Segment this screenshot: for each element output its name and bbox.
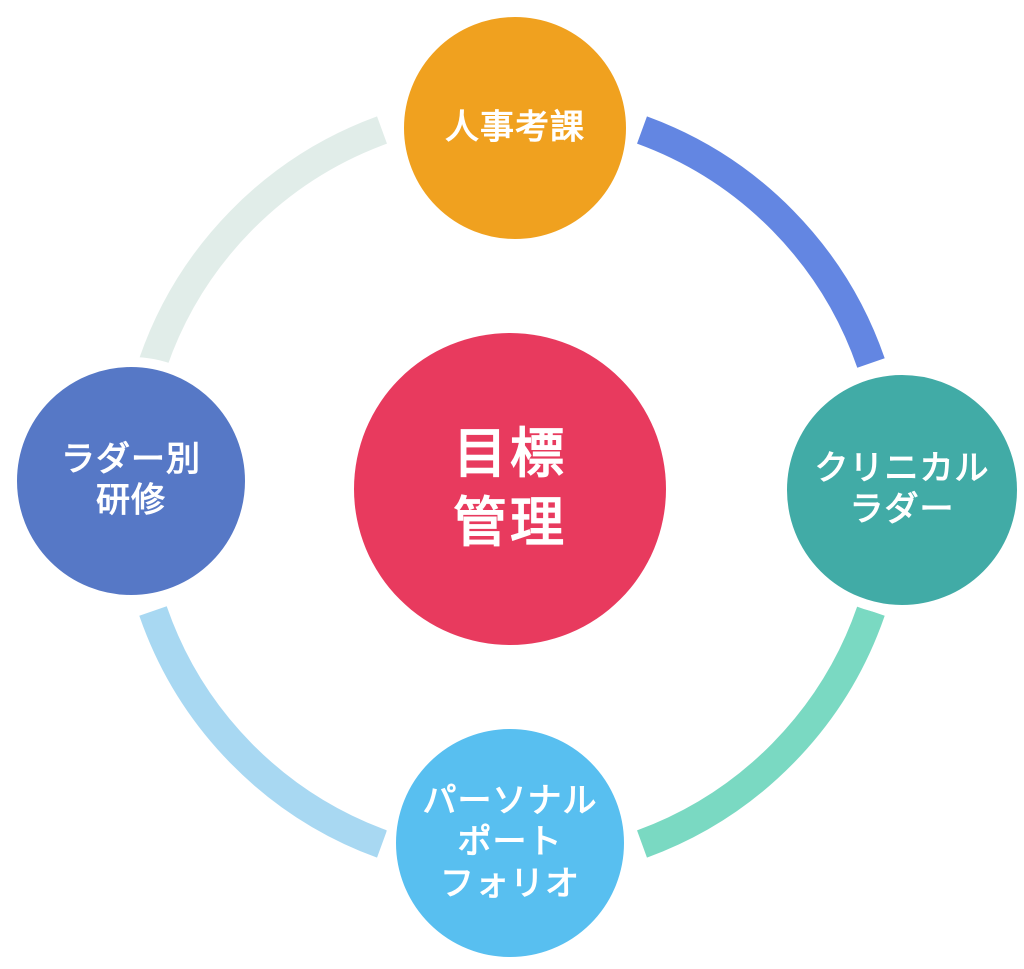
node-circle-right [777,365,1024,615]
node-circle-top [394,7,636,249]
center-circle [354,333,666,645]
node-circle-bottom [386,719,634,967]
arc-bottom-right [637,606,885,858]
arc-top-left [139,116,387,368]
arc-top-right [637,116,885,368]
node-circle-left [7,357,255,605]
arc-bottom-left [139,606,387,858]
